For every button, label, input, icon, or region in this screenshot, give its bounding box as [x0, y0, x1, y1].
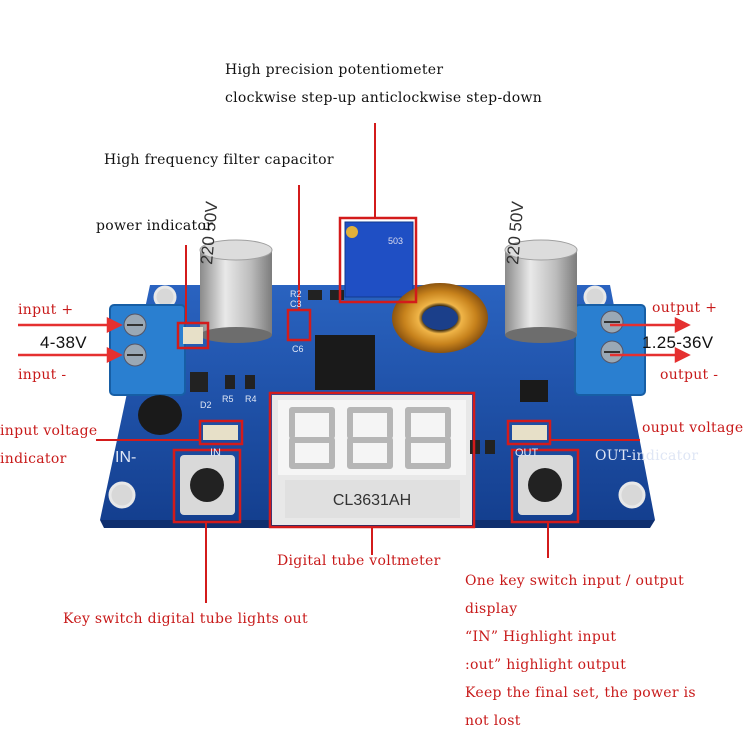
label-input-indicator: indicator: [0, 451, 67, 467]
capacitor-left: [199, 239, 273, 343]
output-led-highlight: [506, 419, 552, 446]
label-pot-line2: clockwise step-up anticlockwise step-dow…: [225, 90, 543, 106]
seven-segment-display: [272, 395, 472, 525]
label-pot-line1: High precision potentiometer: [225, 62, 444, 78]
label-key-switch: Key switch digital tube lights out: [63, 611, 308, 627]
toroid-inductor: [392, 283, 488, 353]
label-output-range: 1.25-36V: [642, 333, 714, 352]
silk-r4: R4: [245, 394, 257, 404]
label-one-key-5: Keep the final set, the power is: [465, 685, 696, 701]
potentiometer: 503: [344, 221, 414, 298]
output-led: [512, 425, 547, 440]
silk-in-led: IN: [210, 447, 221, 459]
silk-r2: R2: [290, 289, 302, 299]
label-input-plus: input +: [18, 302, 74, 318]
right-button-highlight: [510, 448, 580, 524]
diode: [520, 380, 548, 402]
label-one-key-4: :out” highlight output: [465, 657, 627, 673]
push-button-right: [518, 455, 573, 515]
label-one-key-6: not lost: [465, 713, 521, 729]
silk-d2: D2: [200, 400, 212, 410]
input-terminal: [109, 304, 186, 396]
svg-text:503: 503: [388, 236, 403, 246]
label-output-plus: output +: [652, 300, 718, 316]
ic-chip: [315, 335, 375, 390]
label-output-indicator: OUT-indicator: [595, 448, 699, 464]
label-one-key-1: One key switch input / output: [465, 573, 685, 589]
label-input-voltage: input voltage: [0, 423, 98, 439]
power-led-highlight: [176, 321, 210, 350]
silk-out-led: OUT: [515, 447, 539, 459]
silk-r5: R5: [222, 394, 234, 404]
label-output-minus: output -: [660, 367, 719, 383]
input-led-highlight: [198, 419, 244, 446]
capacitor-right: [504, 239, 578, 343]
silk-c6: C6: [292, 344, 304, 354]
label-filter-cap: High frequency filter capacitor: [104, 152, 334, 168]
label-digital-tube: Digital tube voltmeter: [277, 553, 441, 569]
silk-in: IN-: [115, 449, 136, 466]
display-model-label: CL3631AH: [333, 492, 411, 509]
label-one-key-2: display: [465, 601, 518, 617]
label-one-key-3: “IN” Highlight input: [465, 629, 617, 645]
silk-c3: C3: [290, 299, 302, 309]
push-button-left: [180, 455, 235, 515]
label-input-range: 4-38V: [40, 333, 87, 352]
label-power-indicator: power indicator: [96, 218, 214, 234]
mount-hole: [108, 481, 136, 509]
transistor: [138, 395, 182, 435]
label-input-minus: input -: [18, 367, 67, 383]
power-led: [183, 327, 203, 344]
label-output-voltage: ouput voltage: [642, 420, 744, 436]
output-terminal: [574, 304, 646, 396]
mount-hole: [618, 481, 646, 509]
input-led: [203, 425, 238, 440]
pot-highlight: [338, 216, 418, 304]
